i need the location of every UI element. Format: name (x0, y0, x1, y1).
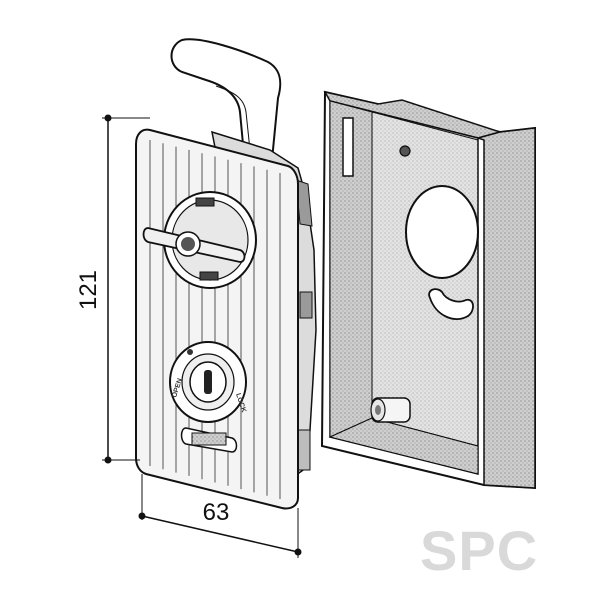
cylinder-key-slot (204, 370, 212, 394)
bolt-receiving-hole (405, 185, 479, 279)
strike-slot (342, 117, 354, 177)
strike-box-pin (370, 397, 411, 423)
height-dimension-label: 121 (75, 270, 102, 310)
face-plate-stripes (149, 140, 281, 499)
strike-box-right-wall (475, 127, 536, 489)
mounting-screw-hole (399, 145, 411, 157)
watermark-text: SPC (420, 519, 538, 582)
width-dimension-label: 63 (203, 499, 230, 526)
indicator-window (180, 427, 238, 453)
strike-box (320, 90, 536, 490)
dimension-width: 63 (138, 474, 302, 558)
face-plate (135, 128, 299, 510)
handle-hook (170, 38, 282, 162)
thumb-turn[interactable] (142, 191, 257, 289)
lock-body: OPEN LOCK (135, 38, 317, 510)
latch-slot (428, 288, 474, 320)
dimension-height: 121 (75, 114, 150, 464)
lock-cylinder[interactable]: OPEN LOCK (169, 341, 247, 423)
